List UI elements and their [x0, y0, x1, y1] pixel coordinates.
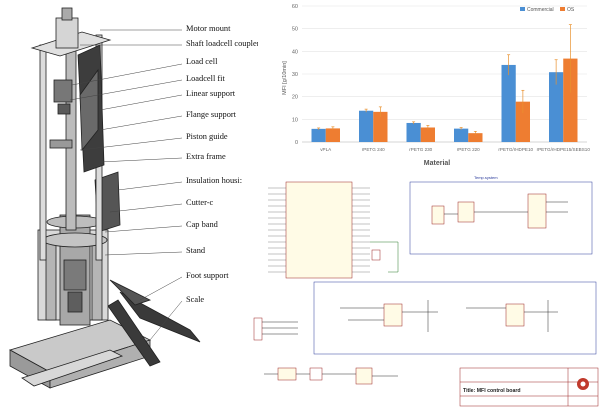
cad-label-scale: Scale — [186, 295, 205, 304]
cad-label-linear-support: Linear support — [186, 89, 236, 98]
cad-label-loadcell-fit: Loadcell fit — [186, 74, 225, 83]
bar-commercial-3 — [454, 128, 469, 142]
x-tick-label: rPETG/rHDPE10 — [498, 147, 533, 152]
mfi-bar-chart: 0 10 20 30 40 50 60 vPLA rPETG 240 rPETG 230 rPETG… — [282, 4, 591, 167]
y-tick-label: 10 — [292, 117, 298, 123]
bar-os-5 — [563, 58, 578, 142]
y-tick-label: 60 — [292, 4, 298, 10]
schematic-title-line: Title: MFI control board — [463, 388, 521, 394]
gear-icon — [577, 378, 589, 390]
mfi-chart-panel: 0 10 20 30 40 50 60 vPLA rPETG 240 rPETG 230 rPETG… — [262, 0, 600, 170]
y-axis-label: MFI [g/10min] — [282, 61, 288, 95]
bar-os-4 — [515, 101, 530, 142]
legend-label-commercial: Commercial — [527, 7, 554, 13]
cad-label-motor-mount: Motor mount — [186, 24, 231, 33]
cad-label-cap-band: Cap band — [186, 220, 218, 229]
x-tick-label: rPETG/rHDPE15/SEBS10 — [537, 147, 591, 152]
legend-swatch-os — [560, 7, 565, 11]
legend-label-os: OS — [567, 7, 575, 13]
schematic-block-title: Temp.system — [474, 175, 498, 180]
bar-commercial-4 — [501, 64, 516, 142]
bar-commercial-5 — [549, 72, 564, 142]
cad-label-foot-support: Foot support — [186, 271, 229, 280]
cad-drawing — [8, 7, 201, 389]
y-tick-label: 40 — [292, 49, 298, 55]
x-tick-label: rPETG 220 — [457, 147, 480, 152]
cad-label-piston-guide: Piston guide — [186, 132, 228, 141]
bar-commercial-1 — [359, 110, 374, 142]
y-tick-label: 30 — [292, 72, 298, 78]
bar-os-2 — [420, 127, 435, 142]
y-tick-label: 20 — [292, 95, 298, 101]
cad-label-stand: Stand — [186, 246, 206, 255]
cad-assembly-panel: Motor mount Shaft loadcell coupler Load … — [0, 0, 258, 408]
y-tick-label: 50 — [292, 27, 298, 33]
cad-label-flange-support: Flange support — [186, 110, 237, 119]
legend-swatch-commercial — [520, 7, 525, 11]
x-tick-label: vPLA — [320, 147, 332, 152]
x-tick-label: rPETG 230 — [409, 147, 432, 152]
cad-label-extra-frame: Extra frame — [186, 152, 226, 161]
bar-os-1 — [373, 111, 388, 142]
schematic-panel: Temp.system Title: MFI control board — [248, 172, 600, 408]
bar-commercial-2 — [406, 122, 421, 142]
y-tick-label: 0 — [295, 140, 298, 146]
x-axis-label: Material — [424, 160, 451, 167]
bar-commercial-0 — [311, 128, 326, 142]
chart-legend: Commercial OS — [520, 7, 575, 13]
bar-os-0 — [325, 128, 340, 142]
x-tick-label: rPETG 240 — [362, 147, 385, 152]
cad-label-load-cell: Load cell — [186, 57, 218, 66]
cad-label-shaft-loadcell-coupler: Shaft loadcell coupler — [186, 39, 258, 48]
cad-label-cutter: Cutter-c — [186, 198, 214, 207]
bar-os-3 — [468, 133, 483, 142]
schematic-drawing: Temp.system Title: MFI control board — [253, 175, 599, 407]
cad-label-insulation-housing: Insulation housi: — [186, 176, 243, 185]
